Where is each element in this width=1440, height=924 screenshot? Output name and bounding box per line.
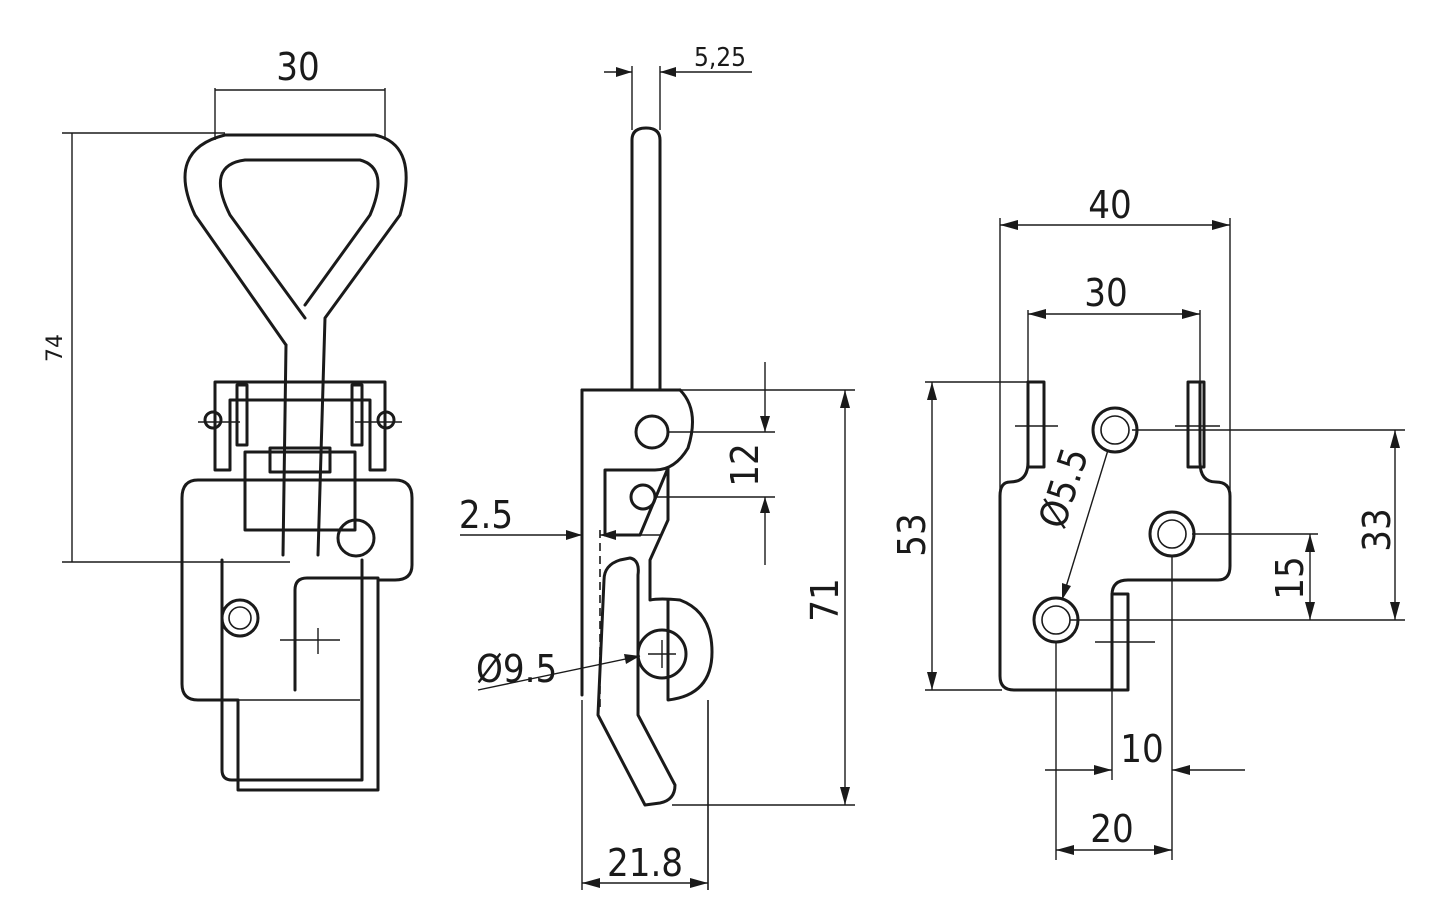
base-plate-outline	[998, 380, 1232, 692]
dim-offset-arrow-left	[566, 530, 582, 540]
dim-base-offset-arrow-top	[1305, 534, 1315, 552]
dim-base-slots-label: 30	[1084, 271, 1128, 315]
dim-base-height-arrow-top	[927, 382, 937, 400]
front-base-inner	[220, 558, 364, 782]
front-hinge-left-plate	[235, 383, 249, 447]
dim-base-slots-arrow-right	[1182, 309, 1200, 319]
front-mount-hole-right	[336, 518, 376, 558]
front-roller-nut	[268, 446, 332, 474]
dim-base-10-label: 10	[1120, 727, 1164, 771]
base-view: 40 30 53 Ø5.5 33 15	[890, 183, 1405, 860]
front-hinge-block	[213, 380, 387, 472]
dim-base-dia-leader	[1061, 449, 1109, 601]
dim-base-width-arrow-right	[1212, 220, 1230, 230]
dim-base-slots-arrow-left	[1028, 309, 1046, 319]
side-pivot-middle	[629, 483, 657, 511]
base-slot-right	[1186, 380, 1206, 469]
front-mount-hole-left-inner	[228, 606, 252, 630]
dim-base-spacing-arrow-top	[1390, 430, 1400, 448]
base-hole-top-inner	[1100, 415, 1130, 445]
dim-side-height-arrow-top	[840, 390, 850, 408]
dim-holes-arrow-top	[760, 416, 770, 432]
dim-base-20-arrow-right	[1154, 845, 1172, 855]
dim-side-dia-arrow	[624, 654, 640, 664]
dim-front-height-label: 74	[43, 334, 68, 362]
dim-side-depth-arrow-left	[582, 878, 600, 888]
dim-rod-arrow-left	[616, 67, 632, 77]
front-handle-inner	[218, 158, 380, 320]
front-rivet-left	[203, 410, 223, 430]
base-slot-left	[1026, 380, 1046, 469]
dim-side-depth-arrow-right	[690, 878, 708, 888]
dim-side-depth-label: 21.8	[607, 841, 683, 885]
dim-base-spacing-label: 33	[1355, 508, 1399, 552]
base-hole-middle-inner	[1157, 519, 1187, 549]
dim-side-height-label: 71	[803, 578, 847, 622]
dim-base-dia-arrow	[1062, 583, 1071, 600]
dim-front-width-label: 30	[276, 45, 320, 89]
dim-base-20-label: 20	[1090, 807, 1134, 851]
dim-base-width-label: 40	[1088, 183, 1132, 227]
dim-base-spacing-arrow-bottom	[1390, 602, 1400, 620]
side-hinge-body	[603, 388, 714, 702]
front-base-plate	[180, 478, 414, 792]
dim-rod-label: 5,25	[694, 43, 746, 73]
dim-rod-arrow-right	[660, 67, 676, 77]
base-hole-top	[1091, 406, 1139, 454]
base-hole-bottom-inner	[1041, 605, 1071, 635]
dim-base-offset-arrow-bottom	[1305, 602, 1315, 620]
side-pivot-upper	[634, 414, 670, 450]
dim-offset-label: 2.5	[459, 493, 513, 537]
dim-offset-arrow-right	[600, 530, 616, 540]
dim-holes-label: 12	[723, 443, 767, 487]
side-view: 5,25 2.5 12 71 Ø9.5 21.8	[459, 43, 855, 890]
dim-holes-arrow-bottom	[760, 497, 770, 513]
front-latch-slot	[293, 576, 380, 692]
dim-side-height-arrow-bottom	[840, 787, 850, 805]
front-rod	[281, 343, 288, 557]
dim-base-width-arrow-left	[1000, 220, 1018, 230]
front-mount-hole-left	[220, 598, 260, 638]
front-rivet-right	[376, 410, 396, 430]
side-pivot-lower	[636, 628, 688, 680]
dim-base-offset-label: 15	[1268, 556, 1312, 600]
dim-side-dia-leader	[477, 655, 641, 691]
side-lever	[596, 556, 677, 807]
dim-base-10-arrow-left	[1094, 765, 1112, 775]
front-roller	[243, 450, 357, 532]
side-rod	[630, 126, 662, 392]
base-hole-middle	[1148, 510, 1196, 558]
dim-side-dia-label: Ø9.5	[476, 647, 557, 691]
dim-base-20-arrow-left	[1056, 845, 1074, 855]
front-hinge-right-plate	[350, 383, 364, 447]
dim-base-10-arrow-right	[1172, 765, 1190, 775]
front-view: 30 74	[43, 45, 414, 792]
front-handle-loop	[183, 133, 408, 557]
dim-base-height-label: 53	[890, 513, 934, 557]
dim-base-height-arrow-bottom	[927, 672, 937, 690]
